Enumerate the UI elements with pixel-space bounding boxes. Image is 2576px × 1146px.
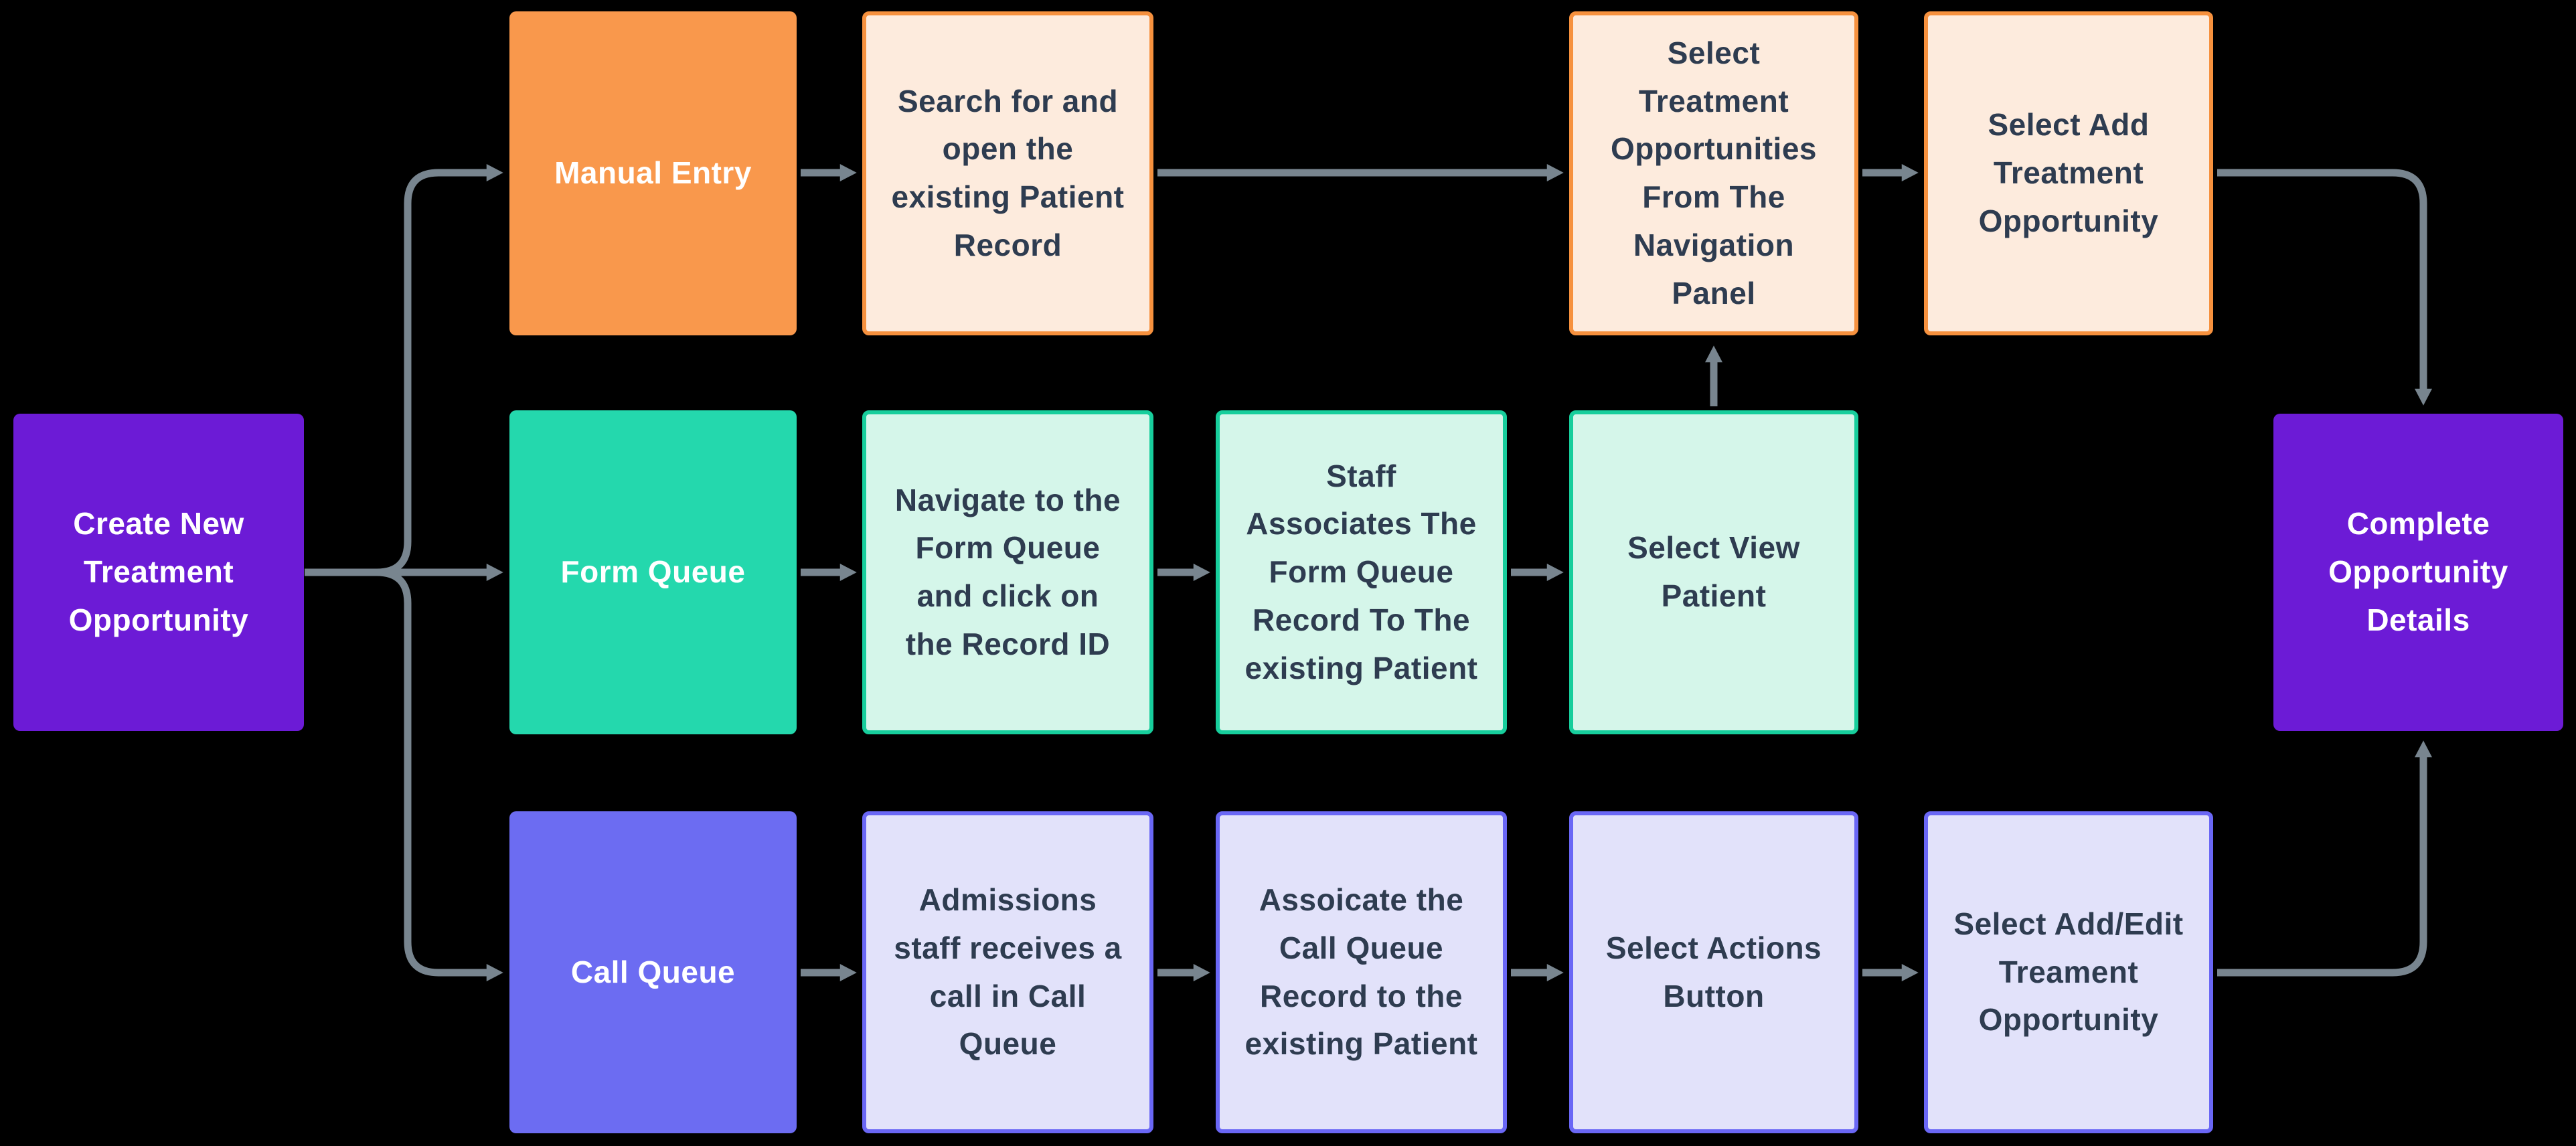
node-search-open-patient-record: Search for and open the existing Patient…	[862, 11, 1153, 335]
node-label: Select View Patient	[1627, 530, 1800, 613]
node-call-queue: Call Queue	[509, 811, 797, 1133]
node-select-treatment-opportunities-nav: Select Treatment Opportunities From The …	[1569, 11, 1858, 335]
node-admissions-staff-receives-call: Admissions staff receives a call in Call…	[862, 811, 1153, 1133]
arrow-add-edit-to-complete	[2217, 740, 2432, 977]
node-label: Call Queue	[570, 954, 736, 989]
node-create-new-treatment-opportunity: Create New Treatment Opportunity	[13, 414, 304, 731]
node-label: Navigate to the Form Queue and click on …	[894, 482, 1121, 661]
node-label: Select Treatment Opportunities From The …	[1610, 35, 1818, 311]
arrow-select-add-to-complete	[2217, 169, 2432, 406]
node-complete-opportunity-details: Complete Opportunity Details	[2273, 414, 2563, 731]
node-label: Select Add/Edit Treament Opportunity	[1953, 906, 2184, 1038]
node-select-add-treatment-opportunity: Select Add Treatment Opportunity	[1924, 11, 2213, 335]
node-label: Select Add Treatment Opportunity	[1978, 107, 2159, 238]
node-manual-entry: Manual Entry	[509, 11, 797, 335]
node-select-actions-button: Select Actions Button	[1569, 811, 1858, 1133]
node-label: Staff Associates The Form Queue Record T…	[1244, 458, 1478, 685]
node-form-queue: Form Queue	[509, 410, 797, 734]
node-label: Assoicate the Call Queue Record to the e…	[1244, 882, 1478, 1062]
node-label: Form Queue	[560, 554, 746, 590]
node-navigate-form-queue: Navigate to the Form Queue and click on …	[862, 410, 1153, 734]
arrow-create-to-manual-entry	[305, 164, 503, 576]
node-label: Create New Treatment Opportunity	[68, 506, 249, 637]
node-associate-call-queue-record: Assoicate the Call Queue Record to the e…	[1216, 811, 1507, 1133]
node-label: Select Actions Button	[1605, 930, 1822, 1013]
node-select-add-edit-treatment-opportunity: Select Add/Edit Treament Opportunity	[1924, 811, 2213, 1133]
node-select-view-patient: Select View Patient	[1569, 410, 1858, 734]
arrow-create-to-call-queue	[305, 568, 503, 981]
node-label: Admissions staff receives a call in Call…	[894, 882, 1122, 1062]
node-label: Manual Entry	[554, 155, 752, 191]
node-staff-associates-form-queue-record: Staff Associates The Form Queue Record T…	[1216, 410, 1507, 734]
node-label: Complete Opportunity Details	[2328, 506, 2508, 637]
node-label: Search for and open the existing Patient…	[891, 83, 1125, 262]
